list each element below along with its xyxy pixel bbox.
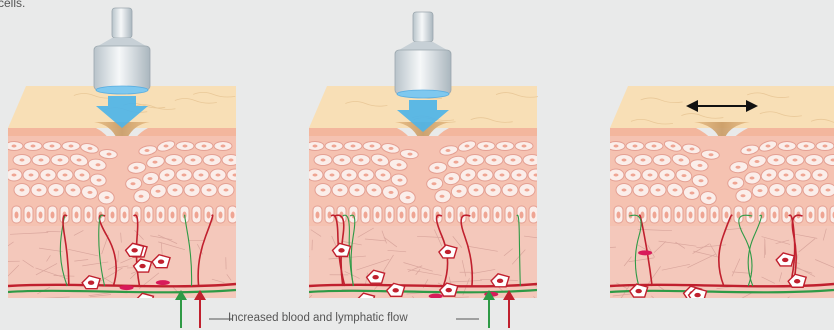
panel-probe-release (274, 12, 546, 324)
panel-probe-press (0, 8, 243, 330)
panel-horizontal-stretch (596, 86, 834, 323)
applicator-probe (94, 8, 150, 94)
applicator-probe (395, 12, 451, 98)
flow-caption: Increased blood and lymphatic flow (228, 312, 408, 324)
